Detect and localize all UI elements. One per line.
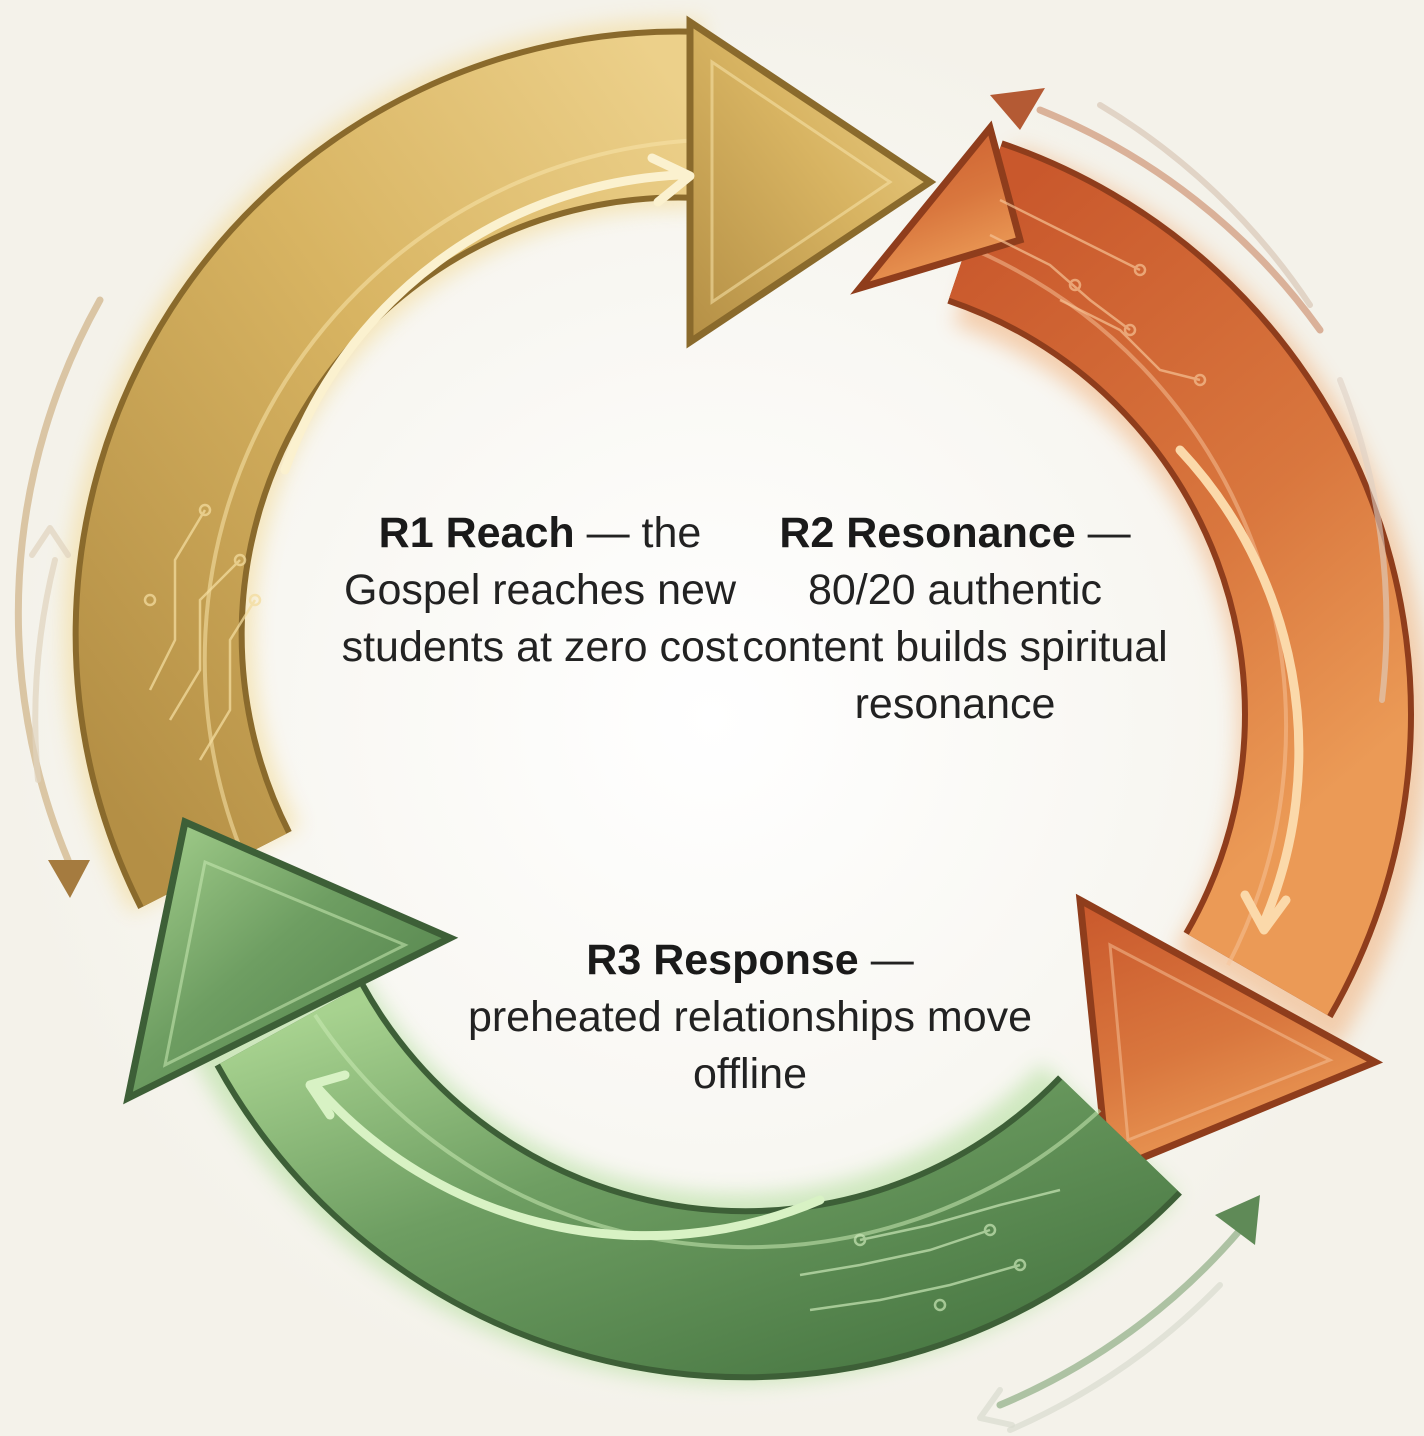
outer-arrow-left (14, 296, 104, 898)
circuit-pattern-reach (143, 503, 262, 761)
resonance-arrow (850, 120, 1414, 1178)
stage-key-reach: R1 Reach (378, 509, 575, 557)
flow-arrow-response (305, 1070, 825, 1241)
flow-arrow-resonance (1175, 445, 1304, 935)
stage-label-resonance: R2 Resonance — 80/20 authentic content b… (735, 505, 1175, 733)
stage-separator-resonance: — (1087, 509, 1131, 557)
flow-arrow-reach (280, 153, 695, 475)
stage-label-response: R3 Response — preheated relationships mo… (450, 932, 1050, 1103)
stage-separator-response: — (870, 936, 914, 984)
stage-separator-reach: — (586, 509, 630, 557)
circuit-pattern-resonance (989, 198, 1207, 387)
stage-description-response: preheated relationships move offline (467, 993, 1033, 1098)
stage-key-response: R3 Response (586, 936, 859, 984)
outer-arrow-bottom (977, 1195, 1260, 1433)
stage-description-reach: the Gospel reaches new students at zero … (341, 509, 739, 671)
reach-arrow (72, 15, 937, 909)
stage-description-resonance: 80/20 authentic content builds spiritual… (742, 566, 1168, 728)
stage-key-resonance: R2 Resonance (779, 509, 1076, 557)
outer-arrow-right (990, 88, 1390, 703)
circuit-pattern-response (799, 1188, 1061, 1312)
stage-label-reach: R1 Reach — the Gospel reaches new studen… (320, 505, 760, 676)
